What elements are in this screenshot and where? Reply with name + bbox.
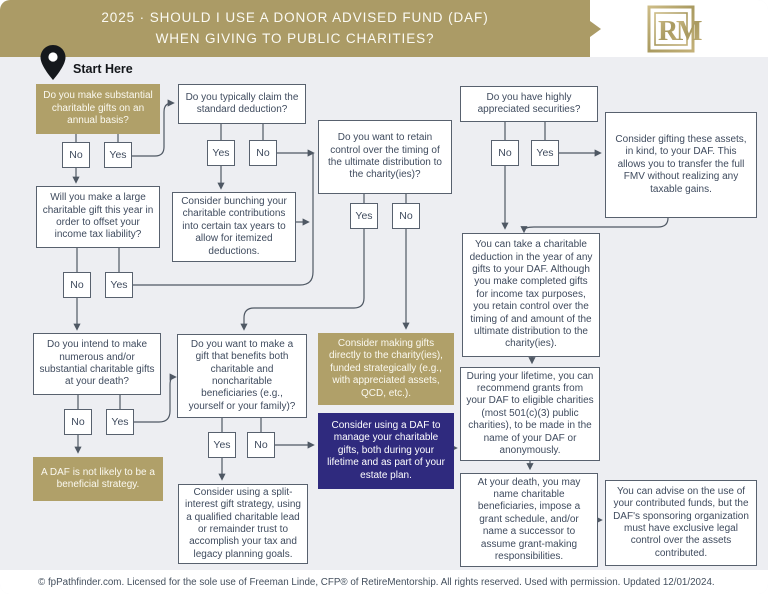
question-annual-gifts: Do you make substantial charitable gifts… [36,84,160,134]
answer-no: No [64,409,92,435]
question-large-gift: Will you make a large charitable gift th… [36,186,160,248]
answer-yes: Yes [208,432,236,458]
answer-no: No [249,140,277,166]
answer-no: No [247,432,275,458]
page-title-line1: 2025 · SHOULD I USE A DONOR ADVISED FUND… [101,9,489,25]
answer-no: No [62,142,90,168]
result-not-beneficial: A DAF is not likely to be a beneficial s… [33,457,163,501]
info-charitable-deduction: You can take a charitable deduction in t… [462,233,600,357]
result-bunching: Consider bunching your charitable contri… [172,192,296,262]
info-at-death: At your death, you may name charitable b… [460,473,598,567]
result-gift-in-kind: Consider gifting these assets, in kind, … [605,112,757,218]
question-standard-deduction: Do you typically claim the standard dedu… [178,84,306,124]
page-title-line2: WHEN GIVING TO PUBLIC CHARITIES? [155,30,435,46]
title-banner: 2025 · SHOULD I USE A DONOR ADVISED FUND… [0,0,601,57]
rm-logo: R M [647,5,702,53]
answer-no: No [392,203,420,229]
question-death-gifts: Do you intend to make numerous and/or su… [33,333,161,395]
answer-yes: Yes [350,203,378,229]
answer-yes: Yes [106,409,134,435]
answer-no: No [63,272,91,298]
result-direct-gifts: Consider making gifts directly to the ch… [318,333,454,405]
answer-yes: Yes [207,140,235,166]
answer-yes: Yes [531,140,559,166]
start-pin-icon [40,45,66,80]
result-use-daf: Consider using a DAF to manage your char… [318,413,454,489]
info-advise-funds: You can advise on the use of your contri… [605,480,757,566]
svg-text:R: R [658,16,679,47]
info-lifetime-grants: During your lifetime, you can recommend … [460,367,600,461]
license-text: © fpPathfinder.com. Licensed for the sol… [38,576,715,588]
question-retain-control: Do you want to retain control over the t… [318,120,452,194]
question-appreciated-securities: Do you have highly appreciated securitie… [460,86,598,122]
question-split-benefit: Do you want to make a gift that benefits… [177,334,307,418]
start-here-label: Start Here [73,62,133,76]
footer: © fpPathfinder.com. Licensed for the sol… [0,570,768,594]
answer-yes: Yes [104,142,132,168]
header: 2025 · SHOULD I USE A DONOR ADVISED FUND… [0,0,768,57]
answer-yes: Yes [105,272,133,298]
svg-text:M: M [676,16,702,47]
answer-no: No [491,140,519,166]
result-split-interest: Consider using a split-interest gift str… [178,484,308,564]
